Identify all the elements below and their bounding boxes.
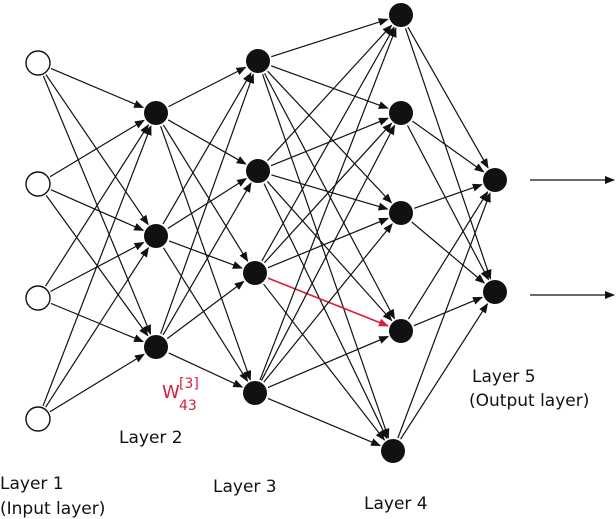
edge — [50, 189, 145, 231]
edge — [162, 182, 252, 336]
layer-4-node-1 — [389, 3, 413, 27]
layer-2-node-1 — [144, 101, 168, 125]
layer-4-node-3 — [389, 201, 413, 225]
edge — [267, 397, 382, 447]
edge — [160, 125, 252, 381]
layer-5-node-1 — [483, 168, 507, 192]
edge — [264, 73, 395, 320]
edge — [412, 120, 485, 173]
layer-3-label: Layer 3 — [213, 477, 277, 497]
svg-text:W: W — [162, 382, 180, 403]
edge — [270, 65, 389, 109]
layer-5-sublabel: (Output layer) — [469, 391, 589, 411]
edge — [45, 246, 149, 408]
edge — [397, 192, 491, 439]
edge — [42, 125, 152, 407]
edge — [400, 302, 488, 440]
layer-4-node-5 — [381, 439, 405, 463]
layer-5-node-2 — [483, 280, 507, 304]
weight-symbol: W — [162, 382, 180, 403]
edge — [160, 73, 255, 335]
layer-1-node-1 — [25, 50, 51, 76]
edge — [263, 183, 388, 440]
edge — [267, 24, 393, 162]
weight-label: W [3] 43 — [162, 376, 199, 414]
edge — [260, 124, 396, 381]
layer-1-node-4 — [25, 406, 51, 432]
edge — [407, 191, 489, 320]
edge — [263, 283, 386, 441]
layer-4-label: Layer 4 — [364, 494, 428, 514]
nodes-group — [25, 3, 507, 463]
edge — [404, 28, 492, 280]
edge — [407, 26, 489, 169]
edge — [162, 124, 249, 262]
layer-5-label: Layer 5 — [472, 367, 536, 387]
edge — [162, 247, 249, 383]
edge — [411, 221, 486, 284]
layer-4-node-4 — [389, 319, 413, 343]
weight-superscript: [3] — [179, 376, 199, 392]
edge — [259, 27, 397, 381]
edges-group — [42, 18, 492, 447]
edge — [267, 217, 389, 269]
layer-2-label: Layer 2 — [119, 428, 183, 448]
edge — [167, 119, 247, 165]
edge — [414, 183, 483, 209]
edge — [267, 335, 390, 389]
edge — [49, 353, 145, 413]
edge — [271, 18, 389, 58]
layer-3-node-2 — [246, 159, 270, 183]
edge — [45, 74, 149, 226]
layer-4-node-2 — [389, 101, 413, 125]
edge — [413, 296, 483, 327]
layer-3-node-1 — [246, 49, 270, 73]
layer-3-node-4 — [243, 381, 267, 405]
edge — [45, 123, 150, 287]
edge — [50, 67, 145, 109]
edge — [166, 280, 245, 340]
edge — [263, 223, 393, 383]
edge — [168, 66, 247, 108]
weight-subscript: 43 — [179, 398, 197, 414]
edge — [49, 119, 145, 178]
edge — [50, 302, 144, 343]
edge — [263, 122, 393, 264]
edge — [168, 240, 243, 269]
layer-1-node-3 — [25, 285, 51, 311]
highlighted-edge — [267, 277, 389, 327]
layer-3-node-3 — [243, 261, 267, 285]
layer-1-node-2 — [25, 171, 51, 197]
layer-2-node-3 — [144, 335, 168, 359]
edge — [261, 26, 395, 262]
edge — [267, 70, 393, 204]
edge — [262, 74, 390, 439]
layer-1-label: Layer 1 — [0, 474, 64, 494]
edge — [168, 352, 244, 388]
layer-labels: Layer 1 (Input layer) Layer 2 Layer 3 La… — [0, 367, 589, 519]
edge — [162, 72, 252, 225]
layer-1-sublabel: (Input layer) — [0, 499, 105, 519]
edge — [406, 125, 490, 281]
layer-2-node-2 — [144, 224, 168, 248]
output-arrows-group — [530, 176, 615, 299]
